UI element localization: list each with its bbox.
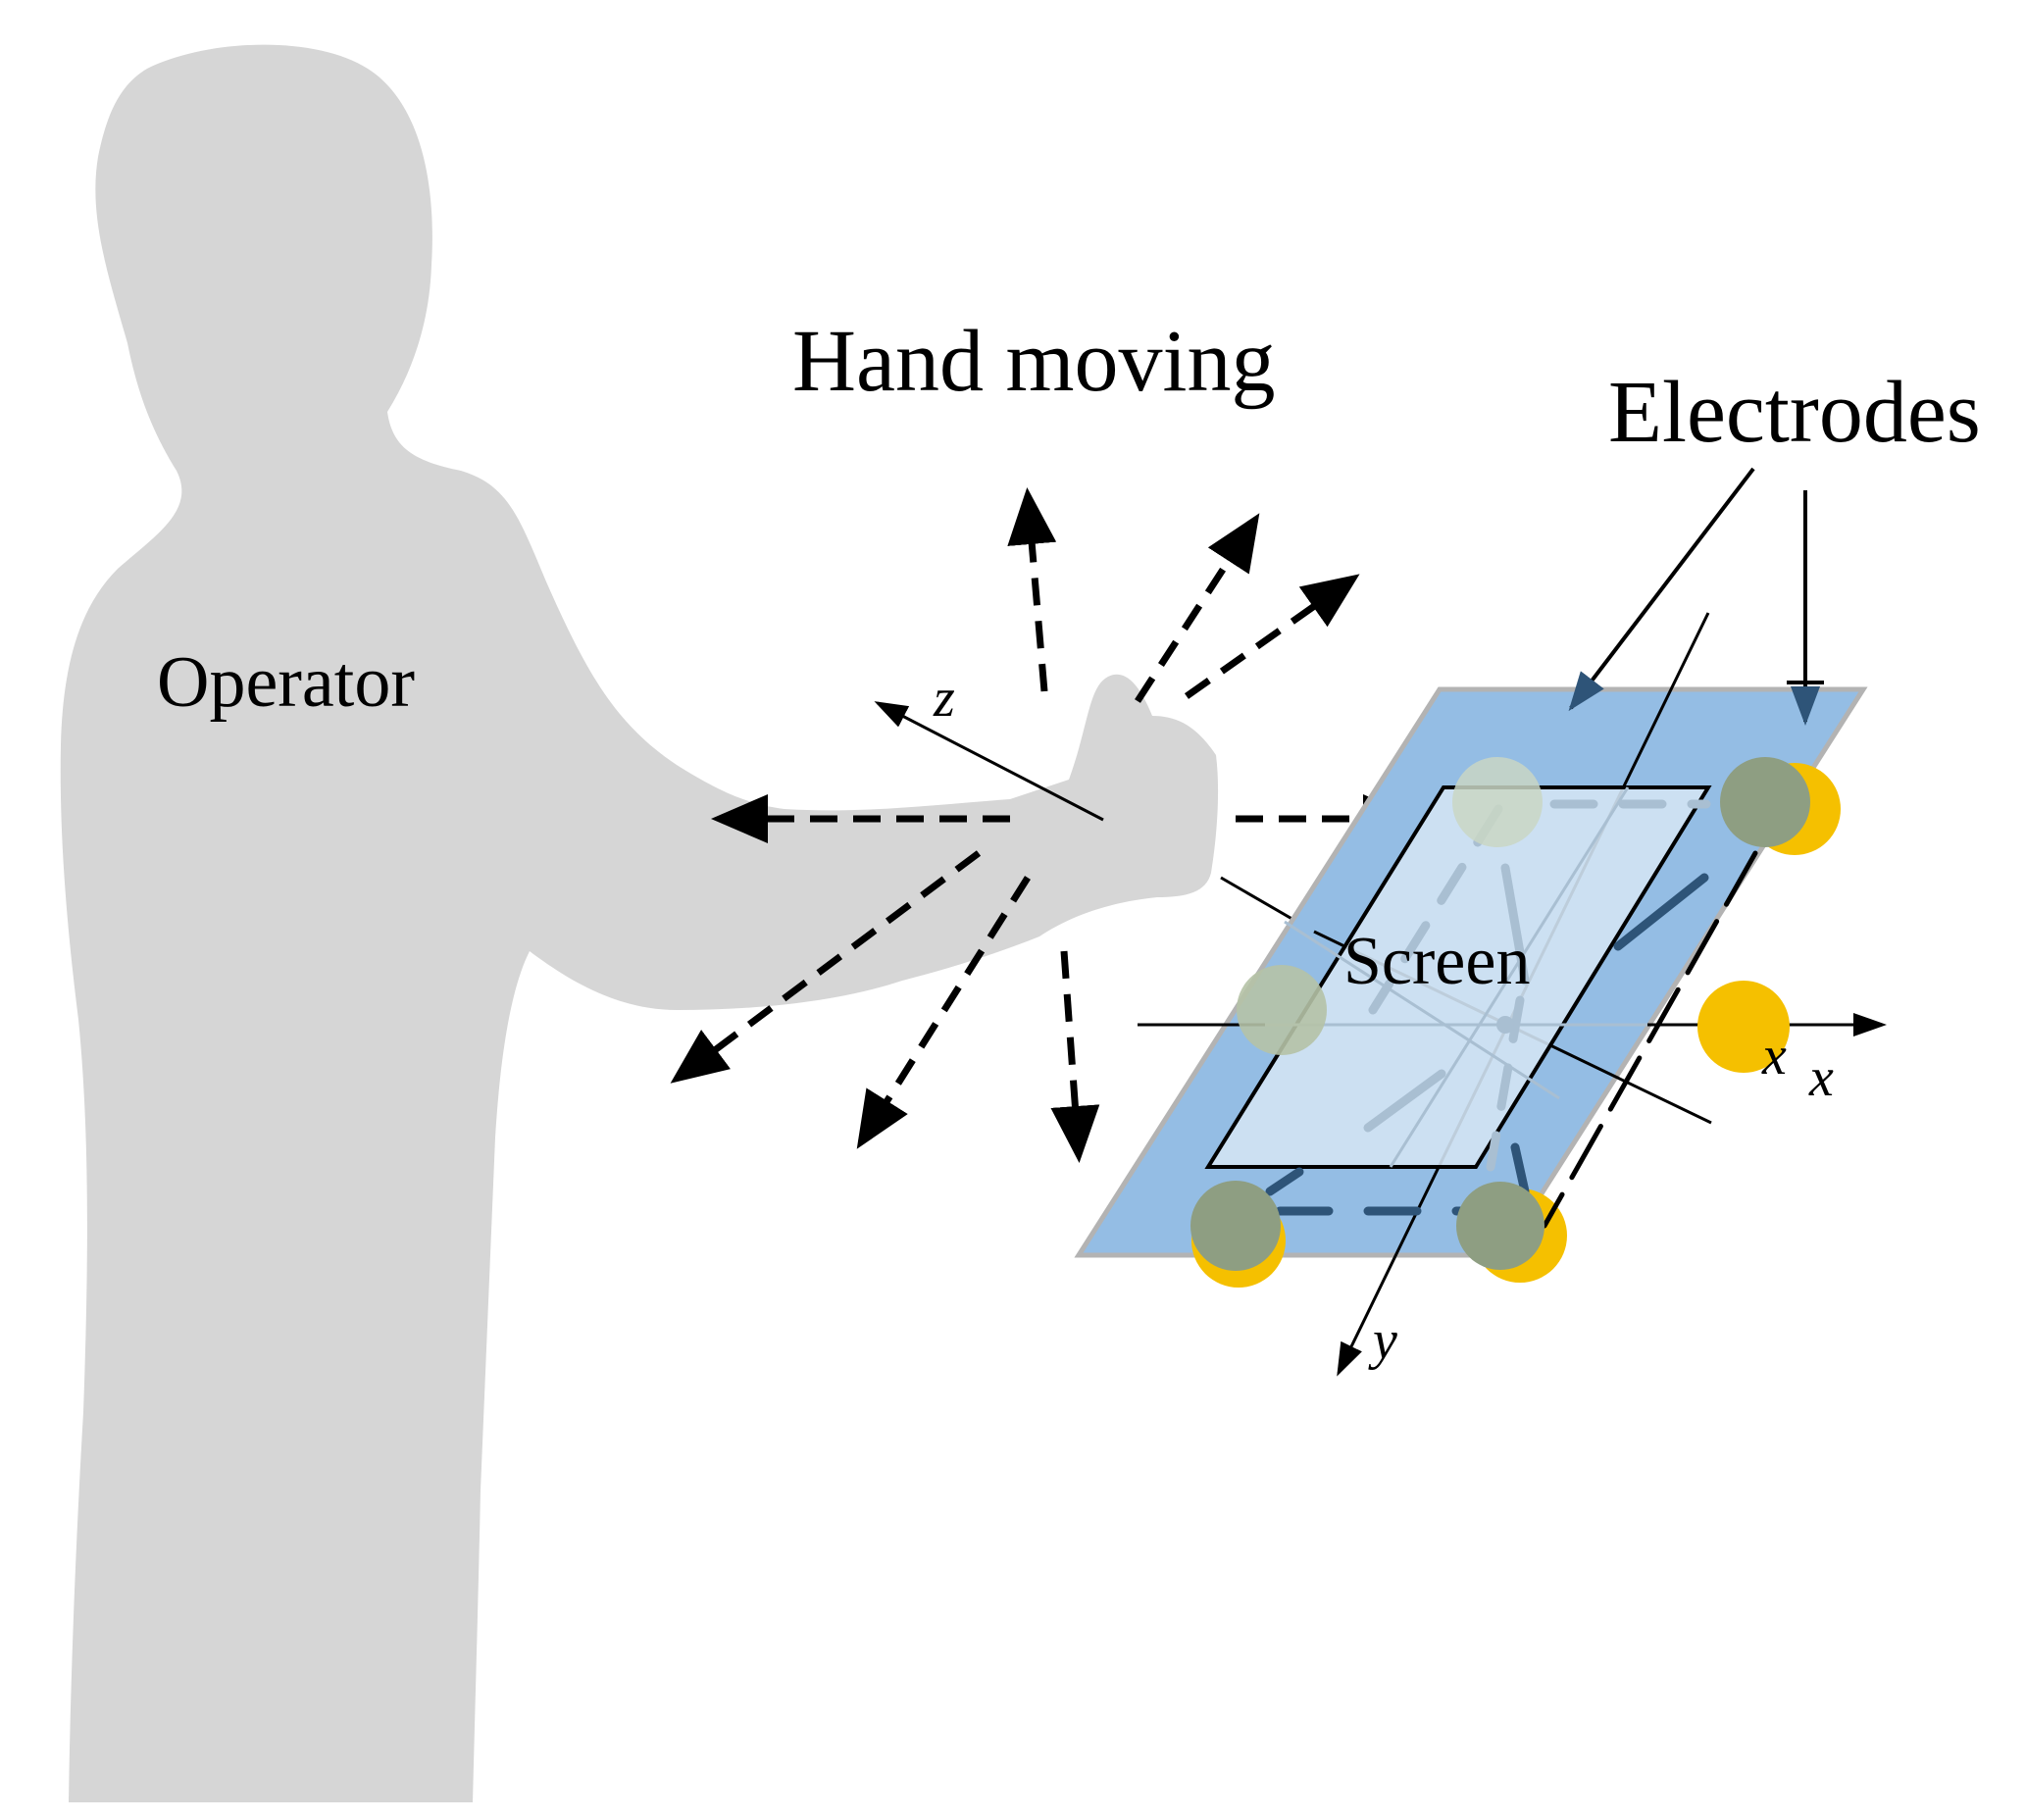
hand-moving-label: Hand moving [792, 313, 1275, 410]
electrode-visible [1720, 757, 1810, 847]
z-axis-label: z [933, 668, 955, 729]
dashed-arrow-icon [1184, 574, 1360, 699]
z-axis-line [874, 701, 1104, 822]
operator-silhouette [60, 44, 1219, 1802]
dashed-arrow-icon [670, 850, 982, 1084]
dashed-arrow-icon [856, 876, 1031, 1149]
dashed-arrow-icon [1007, 487, 1057, 692]
electrode-visible [1190, 1181, 1281, 1271]
origin-point [1496, 1016, 1514, 1034]
electrode-pointers [1568, 467, 1824, 726]
electrode-visible [1456, 1182, 1544, 1270]
x-axis-label-outer: x [1808, 1047, 1834, 1108]
hand-motion-arrows [670, 487, 1420, 1163]
dashed-arrow-icon [1135, 513, 1260, 703]
screen-guides [1265, 786, 1647, 1168]
sensing-plate [1074, 612, 1887, 1377]
operator-label: Operator [157, 642, 415, 723]
person-silhouette-icon [60, 44, 1219, 1802]
electrodes-label: Electrodes [1608, 364, 1981, 461]
y-axis-label: y [1368, 1310, 1397, 1371]
electrode-pointer-arrow [1568, 467, 1755, 712]
electrode-rear [1697, 981, 1790, 1073]
dashed-arrow-icon [1050, 950, 1100, 1163]
electrode-visible [1237, 965, 1327, 1055]
electrode-visible [1452, 757, 1543, 847]
screen-label: Screen [1343, 924, 1530, 999]
x-axis-label-inner: x [1761, 1026, 1787, 1087]
